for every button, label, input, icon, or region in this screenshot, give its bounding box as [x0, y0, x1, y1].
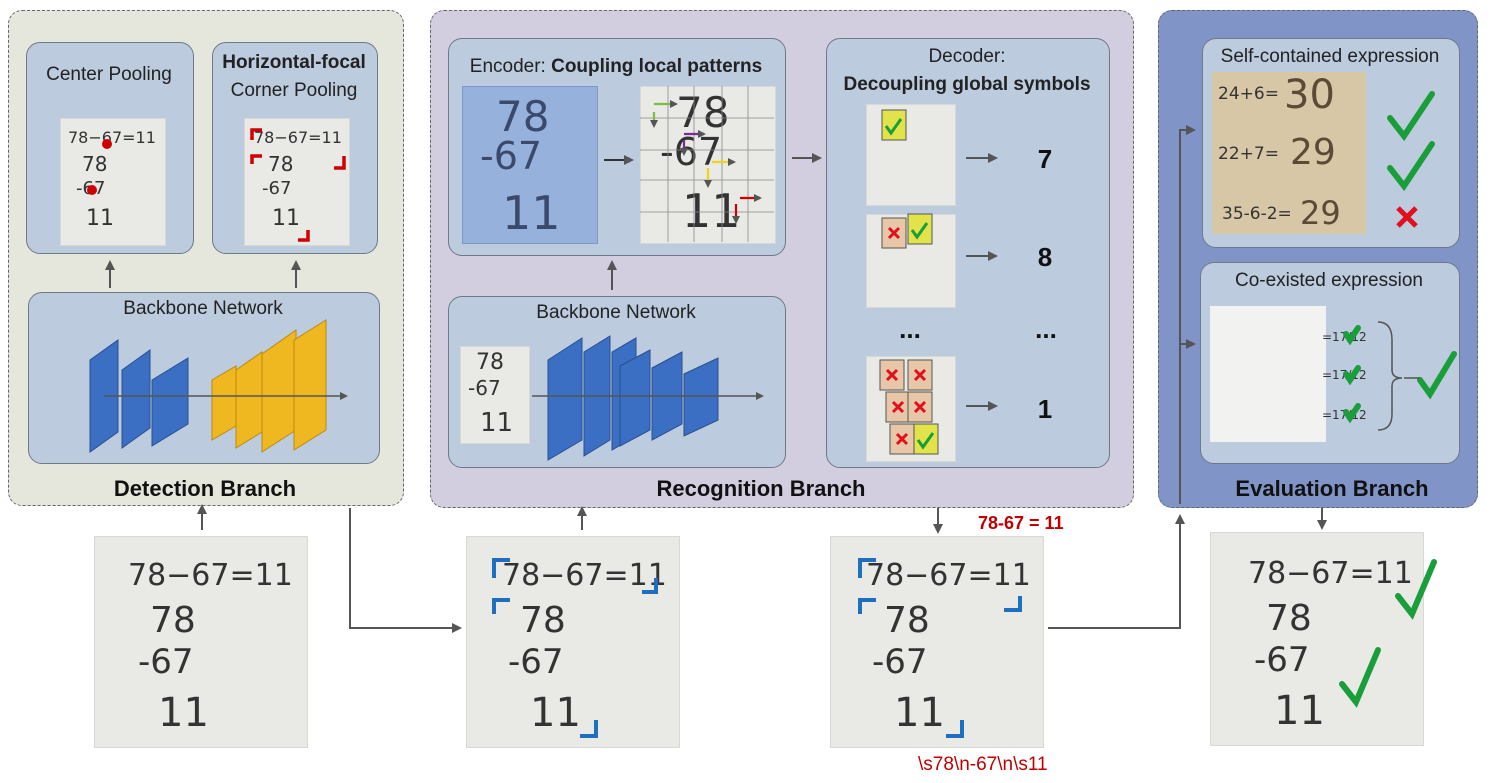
input-num1: 78	[150, 600, 196, 641]
encoder-pattern-arrows	[650, 100, 762, 224]
evaluation-cross	[1396, 206, 1418, 228]
center-thumb-num1: 78	[82, 152, 108, 176]
horizontal-focal-label: Horizontal-focal	[222, 52, 366, 73]
evaluated-num1: 78	[1266, 598, 1312, 639]
self-answer-2: 29	[1290, 132, 1336, 173]
encoder-label: Encoder: Coupling local patterns	[448, 56, 784, 78]
backbone-thumb-result: 11	[480, 408, 514, 438]
detected-num1: 78	[520, 600, 566, 641]
self-expr-1: 24+6=	[1218, 84, 1279, 104]
recognition-backbone-blocks	[532, 335, 764, 461]
center-thumb-top: 78−67=11	[68, 128, 156, 147]
input-result: 11	[158, 690, 209, 736]
input-image	[94, 536, 308, 748]
decoder-label: Decoder:	[928, 46, 1006, 67]
detected-num2: -67	[508, 642, 564, 682]
encoder-grid-image	[640, 86, 776, 244]
corner-thumb-num1: 78	[268, 152, 294, 176]
self-answer-1: 30	[1284, 72, 1335, 118]
decoder-output-ellipsis: ...	[1035, 314, 1057, 344]
recognition-backbone-label: Backbone Network	[536, 302, 696, 323]
evaluated-image	[1210, 532, 1424, 746]
corner-thumb-top: 78−67=11	[254, 128, 342, 147]
encoder-input-num2: -67	[480, 134, 543, 178]
recognized-top-line: 78−67=11	[866, 558, 1031, 593]
detected-image	[466, 536, 680, 748]
recognition-result-label: 78-67 = 11	[978, 513, 1064, 533]
recognition-backbone-input-image	[460, 346, 530, 444]
self-contained-label: Self-contained expression	[1220, 46, 1440, 67]
self-answer-3: 29	[1300, 194, 1341, 232]
encoder-input-num1: 78	[496, 92, 550, 141]
self-contained-image	[1212, 72, 1366, 234]
encoder-grid-num1: 78	[676, 88, 730, 137]
encoder-grid-result: 11	[682, 184, 741, 238]
recognized-num2: -67	[872, 642, 928, 682]
recognized-result: 11	[894, 690, 945, 736]
decoder-output-4: 1	[1037, 394, 1053, 424]
encoder-bold: Coupling local patterns	[551, 56, 763, 77]
center-point-1	[102, 139, 112, 149]
detection-backbone-label: Backbone Network	[123, 298, 283, 319]
corner-thumb-result: 11	[272, 206, 300, 231]
detected-result: 11	[530, 690, 581, 736]
recognized-corners	[858, 558, 1022, 738]
decoder-ellipsis-left: ...	[899, 314, 921, 344]
corner-pooling-corners	[250, 128, 346, 242]
detected-top-line: 78−67=11	[502, 558, 667, 593]
evaluated-result: 11	[1274, 688, 1325, 734]
corner-pooling-label: Corner Pooling	[230, 80, 358, 101]
encoder-prefix: Encoder:	[469, 56, 552, 77]
self-expr-3: 35-6-2=	[1222, 204, 1292, 224]
evaluated-top-line: 78−67=11	[1248, 556, 1413, 591]
encoder-input-result: 11	[502, 186, 561, 240]
decoder-step-image-1	[866, 104, 956, 206]
recognition-branch-title: Recognition Branch	[656, 476, 866, 501]
center-pooling-label: Center Pooling	[46, 64, 172, 85]
self-expr-2: 22+7=	[1218, 144, 1279, 164]
co-existed-image	[1210, 306, 1326, 442]
center-point-2	[87, 185, 97, 195]
encoder-grid-lines	[640, 86, 774, 242]
decoder-output-1: 7	[1037, 144, 1053, 174]
center-thumb-result: 11	[86, 206, 114, 231]
recognized-num1: 78	[884, 600, 930, 641]
backbone-thumb-num1: 78	[476, 350, 504, 375]
decoder-attention-boxes	[879, 109, 939, 455]
evaluation-checks	[1339, 91, 1457, 708]
corner-pooling-image	[244, 118, 350, 246]
recognized-image	[830, 536, 1044, 748]
detection-branch-title: Detection Branch	[113, 476, 297, 501]
evaluation-branch-title: Evaluation Branch	[1235, 476, 1429, 501]
decoder-bold-label: Decoupling global symbols	[843, 74, 1091, 95]
input-top-line: 78−67=11	[128, 558, 293, 593]
corner-thumb-num2: -67	[262, 178, 292, 199]
detected-corners	[492, 558, 658, 738]
encoder-input-image	[462, 86, 598, 244]
evaluated-num2: -67	[1254, 640, 1310, 680]
decoder-output-2: 8	[1037, 242, 1053, 272]
co-existed-label: Co-existed expression	[1235, 270, 1423, 291]
detection-backbone-blocks	[89, 319, 348, 453]
input-num2: -67	[138, 642, 194, 682]
center-pooling-image	[60, 118, 166, 246]
backbone-thumb-num2: -67	[468, 376, 501, 400]
encoder-grid-num2: -67	[660, 130, 723, 174]
latex-result-label: \s78\n-67\n\s11	[918, 754, 1048, 775]
